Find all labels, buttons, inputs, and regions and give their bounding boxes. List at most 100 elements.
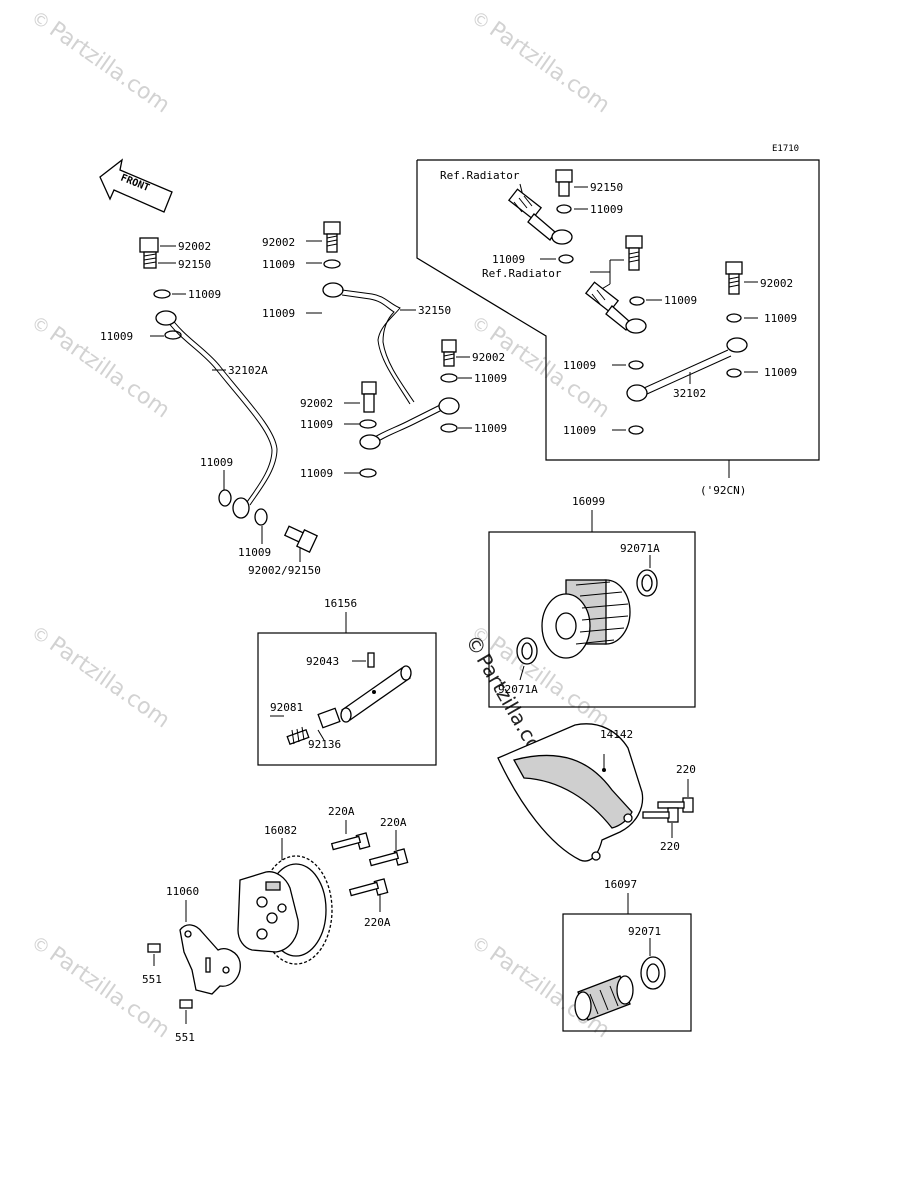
part-label: 92071A bbox=[620, 542, 660, 555]
part-label: 11009 bbox=[300, 467, 333, 480]
dowel-pin-icon bbox=[147, 943, 161, 953]
watermark-text: Partzilla.com bbox=[45, 17, 175, 118]
collar-icon bbox=[317, 707, 341, 729]
oil-strainer-16097: 16097 92071 bbox=[562, 878, 692, 1032]
part-label: 92071 bbox=[628, 925, 661, 938]
part-label: 11009 bbox=[474, 372, 507, 385]
part-label: 32150 bbox=[418, 304, 451, 317]
washer-icon bbox=[558, 254, 574, 264]
part-label: 11009 bbox=[188, 288, 221, 301]
bolt-icon bbox=[348, 878, 389, 897]
pump-shaft-icon bbox=[340, 665, 412, 723]
washer-icon bbox=[629, 296, 645, 306]
front-arrow-icon: FRONT bbox=[99, 158, 173, 213]
part-label: 92150 bbox=[590, 181, 623, 194]
radiator-hose-fitting-icon bbox=[507, 188, 573, 245]
radiator-hose-fitting-icon bbox=[584, 281, 647, 334]
part-label: 11009 bbox=[100, 330, 133, 343]
part-label: 16097 bbox=[604, 878, 637, 891]
bolt-icon bbox=[555, 169, 573, 197]
bolt-icon bbox=[368, 848, 409, 867]
pin-icon bbox=[367, 652, 375, 668]
screw-icon bbox=[642, 807, 679, 823]
part-label: 220A bbox=[380, 816, 407, 829]
part-label: 16099 bbox=[572, 495, 605, 508]
bolt-icon bbox=[441, 339, 457, 367]
banjo-bolt-icon bbox=[283, 525, 319, 553]
part-label: 32102A bbox=[228, 364, 268, 377]
model-note: ('92CN) bbox=[700, 484, 746, 497]
banjo-fitting-icon bbox=[232, 497, 250, 519]
oil-pump-16082: 16082 220A 220A 220A bbox=[237, 805, 409, 965]
part-label: 11009 bbox=[664, 294, 697, 307]
part-label: 551 bbox=[142, 973, 162, 986]
oil-filter-assembly-16099: 16099 92071A 92071A bbox=[488, 495, 696, 708]
washer-icon bbox=[726, 313, 742, 323]
oil-pipe-32102A bbox=[139, 237, 319, 553]
part-label: 92002 bbox=[178, 240, 211, 253]
part-label: 220A bbox=[364, 916, 391, 929]
bolt-icon bbox=[361, 381, 377, 413]
watermark-text: Partzilla.com bbox=[485, 17, 615, 118]
washer-icon bbox=[359, 419, 377, 429]
banjo-fitting-icon bbox=[438, 397, 460, 415]
part-label: 16082 bbox=[264, 824, 297, 837]
washer-icon bbox=[726, 368, 742, 378]
strainer-screen-icon bbox=[574, 975, 634, 1021]
part-label: 92081 bbox=[270, 701, 303, 714]
banjo-fitting-icon bbox=[322, 282, 344, 298]
part-label: 11009 bbox=[590, 203, 623, 216]
banjo-bolt-icon bbox=[139, 237, 159, 269]
part-label: 16156 bbox=[324, 597, 357, 610]
bolt-icon bbox=[725, 261, 743, 295]
part-label: 220A bbox=[328, 805, 355, 818]
part-label: 11009 bbox=[262, 258, 295, 271]
part-label: 92150 bbox=[178, 258, 211, 271]
part-label: 92002 bbox=[300, 397, 333, 410]
92cn-variant-box: ('92CN) Ref.Radiator 92150 11009 11009 R… bbox=[416, 159, 820, 497]
o-ring-inner bbox=[646, 963, 660, 983]
part-label: 11009 bbox=[764, 366, 797, 379]
part-label: 11009 bbox=[764, 312, 797, 325]
washer-icon bbox=[556, 204, 572, 214]
part-label: 11009 bbox=[492, 253, 525, 266]
o-ring-inner bbox=[641, 574, 653, 592]
spring-icon bbox=[286, 726, 310, 746]
labels-middle-pipe: 92002 11009 11009 32150 92002 11009 9200… bbox=[262, 236, 507, 480]
dowel-pin-icon bbox=[179, 999, 193, 1009]
washer-icon bbox=[254, 508, 268, 526]
part-label: 11009 bbox=[238, 546, 271, 559]
washer-icon bbox=[628, 425, 644, 435]
part-label: 14142 bbox=[600, 728, 633, 741]
oil-filter-element-icon bbox=[541, 579, 631, 659]
part-label: 11009 bbox=[563, 424, 596, 437]
watermark-text: Partzilla.com bbox=[45, 942, 175, 1043]
washer-icon bbox=[153, 289, 171, 299]
part-label: 92071A bbox=[498, 683, 538, 696]
part-label: 220 bbox=[676, 763, 696, 776]
ref-radiator-note: Ref.Radiator bbox=[482, 267, 562, 280]
washer-icon bbox=[628, 360, 644, 370]
bolt-icon bbox=[330, 832, 371, 851]
labels-left-pipe: 92002 92150 11009 11009 32102A 11009 110… bbox=[100, 240, 321, 577]
part-label: 92002 bbox=[760, 277, 793, 290]
part-label: 551 bbox=[175, 1031, 195, 1044]
banjo-fitting-icon bbox=[359, 434, 381, 450]
washer-icon bbox=[359, 468, 377, 478]
part-label: 92002 bbox=[262, 236, 295, 249]
part-label: 11009 bbox=[474, 422, 507, 435]
part-label: 11060 bbox=[166, 885, 199, 898]
oil-pipe-32102 bbox=[626, 337, 748, 402]
pump-shaft-assembly-16156: 16156 92043 92081 92136 bbox=[257, 597, 437, 766]
part-label: 11009 bbox=[262, 307, 295, 320]
banjo-fitting-icon bbox=[155, 310, 177, 326]
part-label: 92002 bbox=[472, 351, 505, 364]
part-label: 11009 bbox=[200, 456, 233, 469]
part-label: 220 bbox=[660, 840, 680, 853]
bolt-icon bbox=[625, 235, 643, 271]
washer-icon bbox=[440, 423, 458, 433]
washer-icon bbox=[440, 373, 458, 383]
ref-radiator-note: Ref.Radiator bbox=[440, 169, 520, 182]
washer-icon bbox=[164, 330, 182, 340]
